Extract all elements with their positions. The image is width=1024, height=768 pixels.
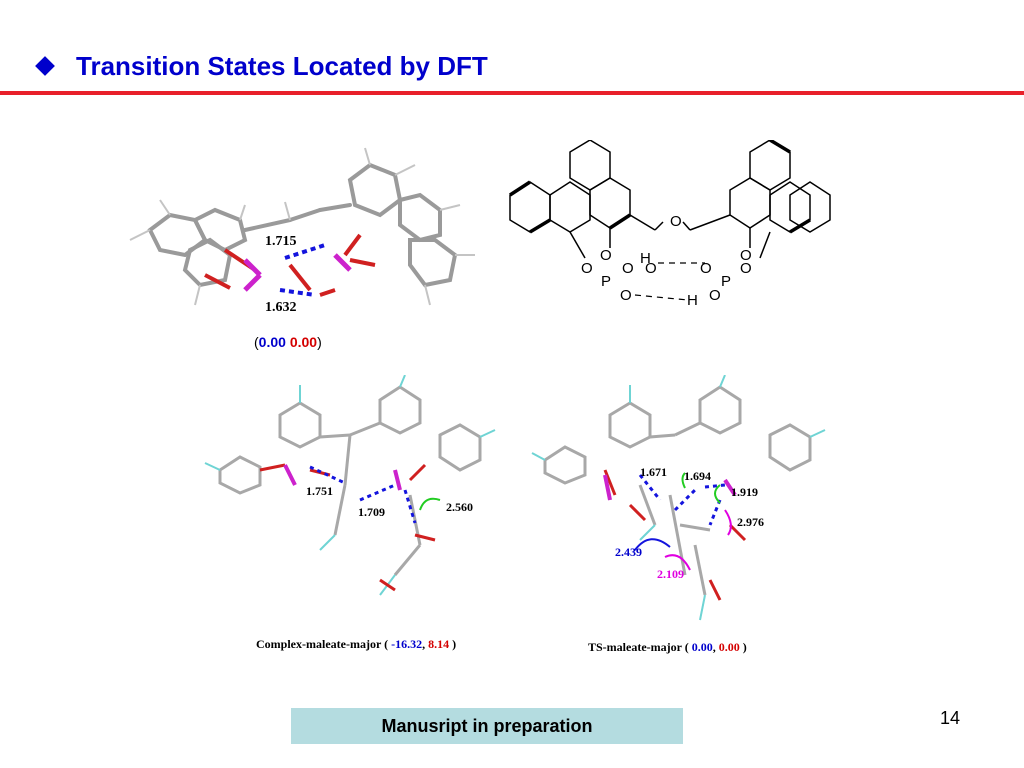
atom-label: O xyxy=(670,213,682,230)
distance-label: 1.632 xyxy=(265,300,297,315)
complex-caption: Complex-maleate-major ( -16.32, 8.14 ) xyxy=(256,637,457,651)
atom-label: O xyxy=(622,260,634,277)
distance-label: 1.671 xyxy=(640,465,667,479)
atom-label: O xyxy=(740,260,752,277)
distance-label: 1.709 xyxy=(358,505,385,519)
atom-label: O xyxy=(740,247,752,264)
ts-caption: TS-maleate-major ( 0.00, 0.00 ) xyxy=(588,640,747,654)
title-rule xyxy=(0,91,1024,95)
distance-label: 2.439 xyxy=(615,545,642,559)
distance-label: 1.919 xyxy=(731,485,758,499)
energy-value-blue: 0.00 xyxy=(691,640,713,654)
distance-label: 1.751 xyxy=(306,484,333,498)
atom-label: H xyxy=(687,292,698,309)
energy-value-red: 8.14 xyxy=(428,637,450,651)
distance-label: 2.109 xyxy=(657,567,684,581)
energy-values-top: (0.00 0.00) xyxy=(254,334,322,350)
atom-label: O xyxy=(645,260,657,277)
distance-label: 2.976 xyxy=(737,515,764,529)
atom-label: O xyxy=(700,260,712,277)
atom-label: O xyxy=(600,247,612,264)
ts-structure-3d xyxy=(531,375,826,621)
slide-title: Transition States Located by DFT xyxy=(76,50,488,81)
chemical-scheme-2d: O O O O O O P O O P O O H H xyxy=(509,140,831,309)
manuscript-banner: Manusript in preparation xyxy=(291,708,683,744)
distance-label: 2.560 xyxy=(446,500,473,514)
atom-label: P xyxy=(601,273,611,290)
structure-top-3d xyxy=(129,147,475,306)
energy-value-red: 0.00 xyxy=(718,640,740,654)
energy-value-blue: 0.00 xyxy=(258,334,286,350)
page-number: 14 xyxy=(940,708,961,728)
title-row: Transition States Located by DFT xyxy=(30,46,488,86)
distance-label: 1.694 xyxy=(684,469,711,483)
atom-label: O xyxy=(709,287,721,304)
atom-label: H xyxy=(640,250,651,267)
energy-value-blue: -16.32 xyxy=(391,637,423,651)
atom-label: O xyxy=(581,260,593,277)
energy-value-red: 0.00 xyxy=(289,334,318,350)
distance-label: 1.715 xyxy=(265,234,297,249)
complex-structure-3d xyxy=(204,375,496,596)
atom-label: O xyxy=(620,287,632,304)
atom-label: P xyxy=(721,273,731,290)
diamond-bullet-icon xyxy=(35,56,55,76)
